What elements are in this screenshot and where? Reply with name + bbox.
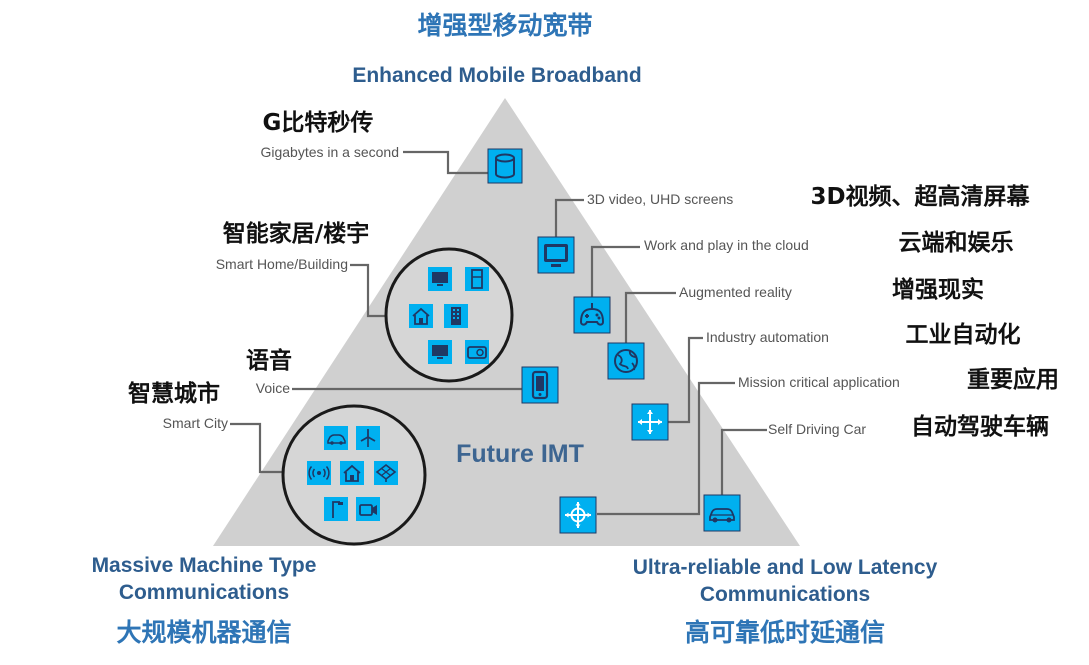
smart-city-label-cn: 智慧城市 <box>128 380 220 407</box>
car-small-icon <box>324 426 348 450</box>
bottom-right-title-en-2: Communications <box>700 583 870 606</box>
cloud-label-cn: 云端和娱乐 <box>899 230 1014 256</box>
solar-panel-icon <box>374 461 398 485</box>
bottom-right-title-cn: 高可靠低时延通信 <box>685 618 885 647</box>
tv-icon <box>428 267 452 291</box>
building-icon <box>444 304 468 328</box>
bottom-left-title-en-2: Communications <box>119 581 289 604</box>
top-title-en: Enhanced Mobile Broadband <box>352 64 641 87</box>
bottom-left-title-en-1: Massive Machine Type <box>92 554 317 577</box>
wind-turbine-icon <box>356 426 380 450</box>
smart-home-label-en: Smart Home/Building <box>216 256 348 272</box>
phone-icon <box>521 366 559 404</box>
car-icon <box>703 494 741 532</box>
crosshair-icon <box>559 496 597 534</box>
house-icon <box>409 304 433 328</box>
database-icon <box>487 148 523 184</box>
smart-home-label-cn: 智能家居/楼宇 <box>223 220 369 247</box>
bottom-right-title-en-1: Ultra-reliable and Low Latency <box>633 556 938 579</box>
ar-label-cn: 增强现实 <box>892 276 984 303</box>
mission-label-cn: 重要应用 <box>967 366 1059 393</box>
ar-label-en: Augmented reality <box>679 284 792 300</box>
gigabytes-label-cn: G比特秒传 <box>263 110 374 136</box>
voice-label-en: Voice <box>256 380 290 396</box>
center-label: Future IMT <box>456 440 584 468</box>
top-title-cn: 增强型移动宽带 <box>417 11 592 40</box>
monitor-icon <box>537 236 575 274</box>
globe-icon <box>607 342 645 380</box>
house-small-icon <box>340 461 364 485</box>
industry-label-cn: 工业自动化 <box>906 321 1021 348</box>
video-3d-label-en: 3D video, UHD screens <box>587 191 733 207</box>
mission-label-en: Mission critical application <box>738 374 900 390</box>
industry-label-en: Industry automation <box>706 329 829 345</box>
home-devices-icon <box>409 267 489 364</box>
arrows-icon <box>631 403 669 441</box>
gigabytes-label-en: Gigabytes in a second <box>260 144 399 160</box>
car-label-cn: 自动驾驶车辆 <box>911 413 1049 440</box>
camera-icon <box>356 497 380 521</box>
video-3d-label-cn: 3D视频、超高清屏幕 <box>810 183 1030 210</box>
smart-city-label-en: Smart City <box>163 415 228 431</box>
bottom-left-title-cn: 大规模机器通信 <box>116 618 291 647</box>
car-label-en: Self Driving Car <box>768 421 866 437</box>
monitor-small-icon <box>428 340 452 364</box>
city-devices-icon <box>307 426 398 521</box>
projector-icon <box>465 340 489 364</box>
voice-label-cn: 语音 <box>246 347 292 374</box>
street-lamp-icon <box>324 497 348 521</box>
cloud-label-en: Work and play in the cloud <box>644 237 809 253</box>
signal-icon <box>307 461 331 485</box>
connector-lines <box>230 150 767 516</box>
gamepad-icon <box>573 296 611 334</box>
fridge-icon <box>465 267 489 291</box>
